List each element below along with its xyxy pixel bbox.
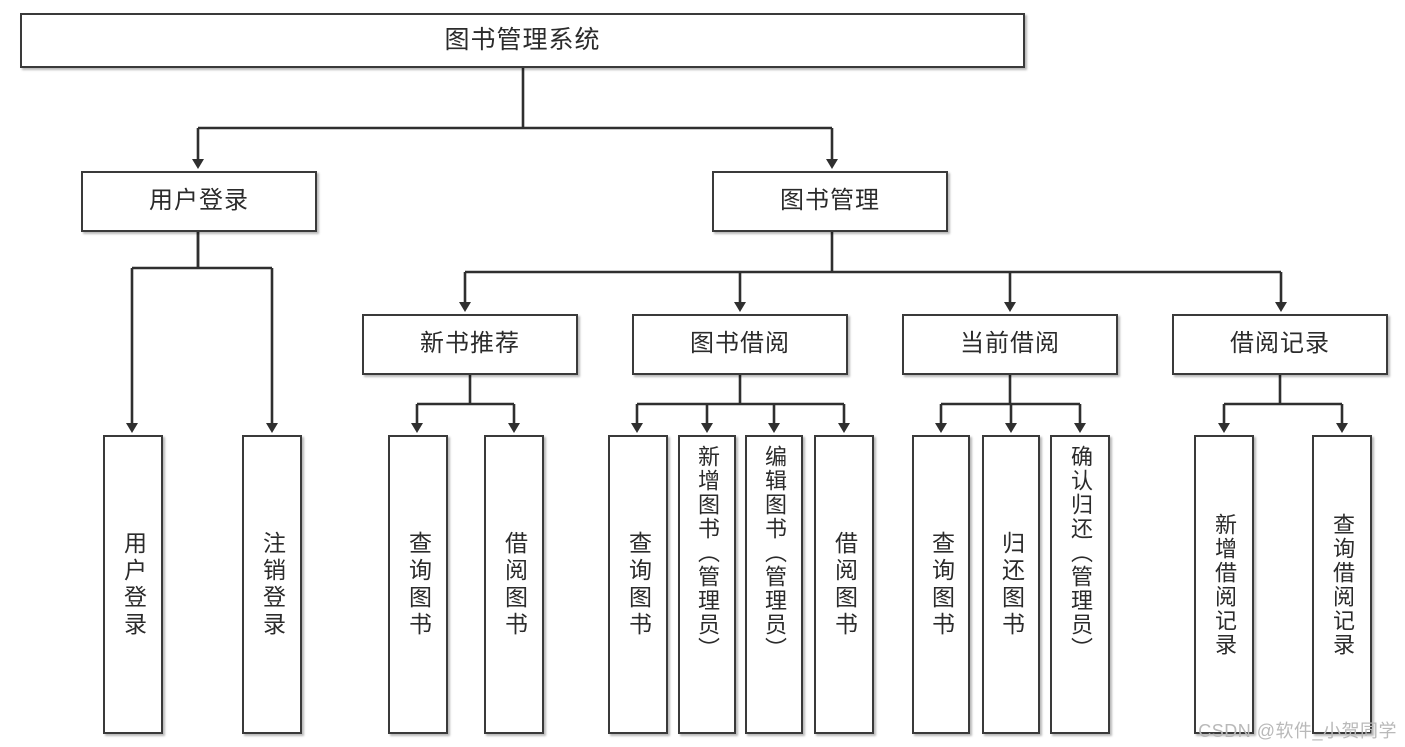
node-label: 借阅图书	[831, 530, 858, 639]
leaf-borrow-borrow-book[interactable]: 借阅图书	[814, 435, 874, 734]
leaf-record-query-record[interactable]: 查询借阅记录	[1312, 435, 1372, 734]
node-borrow-record[interactable]: 借阅记录	[1172, 314, 1388, 375]
node-new-book-recommend[interactable]: 新书推荐	[362, 314, 578, 375]
node-label: 借阅记录	[1230, 330, 1330, 358]
node-label: 当前借阅	[960, 330, 1060, 358]
node-label: 归还图书	[998, 530, 1025, 639]
leaf-record-add-record[interactable]: 新增借阅记录	[1194, 435, 1254, 734]
leaf-borrow-edit-book-admin[interactable]: 编辑图书（管理员）	[745, 435, 803, 734]
node-label: 借阅图书	[501, 530, 528, 639]
node-root-system[interactable]: 图书管理系统	[20, 13, 1025, 68]
node-label: 确认归还（管理员）	[1068, 445, 1093, 661]
leaf-borrow-add-book-admin[interactable]: 新增图书（管理员）	[678, 435, 736, 734]
node-book-borrow[interactable]: 图书借阅	[632, 314, 848, 375]
node-label: 新书推荐	[420, 330, 520, 358]
leaf-user-login-login[interactable]: 用户登录	[103, 435, 163, 734]
leaf-user-login-logout[interactable]: 注销登录	[242, 435, 302, 734]
leaf-current-return-book[interactable]: 归还图书	[982, 435, 1040, 734]
node-label: 查询借阅记录	[1330, 512, 1355, 657]
node-label: 查询图书	[928, 530, 955, 639]
watermark-text: CSDN @软件_小贺同学	[1198, 721, 1397, 741]
leaf-current-query-book[interactable]: 查询图书	[912, 435, 970, 734]
node-label: 用户登录	[120, 530, 147, 639]
node-current-borrow[interactable]: 当前借阅	[902, 314, 1118, 375]
node-label: 图书管理	[780, 187, 880, 215]
leaf-recommend-borrow-book[interactable]: 借阅图书	[484, 435, 544, 734]
node-label: 图书管理系统	[444, 25, 601, 54]
leaf-borrow-query-book[interactable]: 查询图书	[608, 435, 668, 734]
node-user-login[interactable]: 用户登录	[81, 171, 317, 232]
leaf-current-confirm-return-admin[interactable]: 确认归还（管理员）	[1050, 435, 1110, 734]
node-label: 新增图书（管理员）	[695, 445, 720, 661]
node-label: 查询图书	[405, 530, 432, 639]
node-label: 编辑图书（管理员）	[762, 445, 787, 661]
node-label: 查询图书	[625, 530, 652, 639]
node-label: 新增借阅记录	[1212, 512, 1237, 657]
leaf-recommend-query-book[interactable]: 查询图书	[388, 435, 448, 734]
node-label: 用户登录	[149, 187, 249, 215]
node-label: 注销登录	[259, 530, 286, 639]
node-book-management[interactable]: 图书管理	[712, 171, 948, 232]
node-label: 图书借阅	[690, 330, 790, 358]
